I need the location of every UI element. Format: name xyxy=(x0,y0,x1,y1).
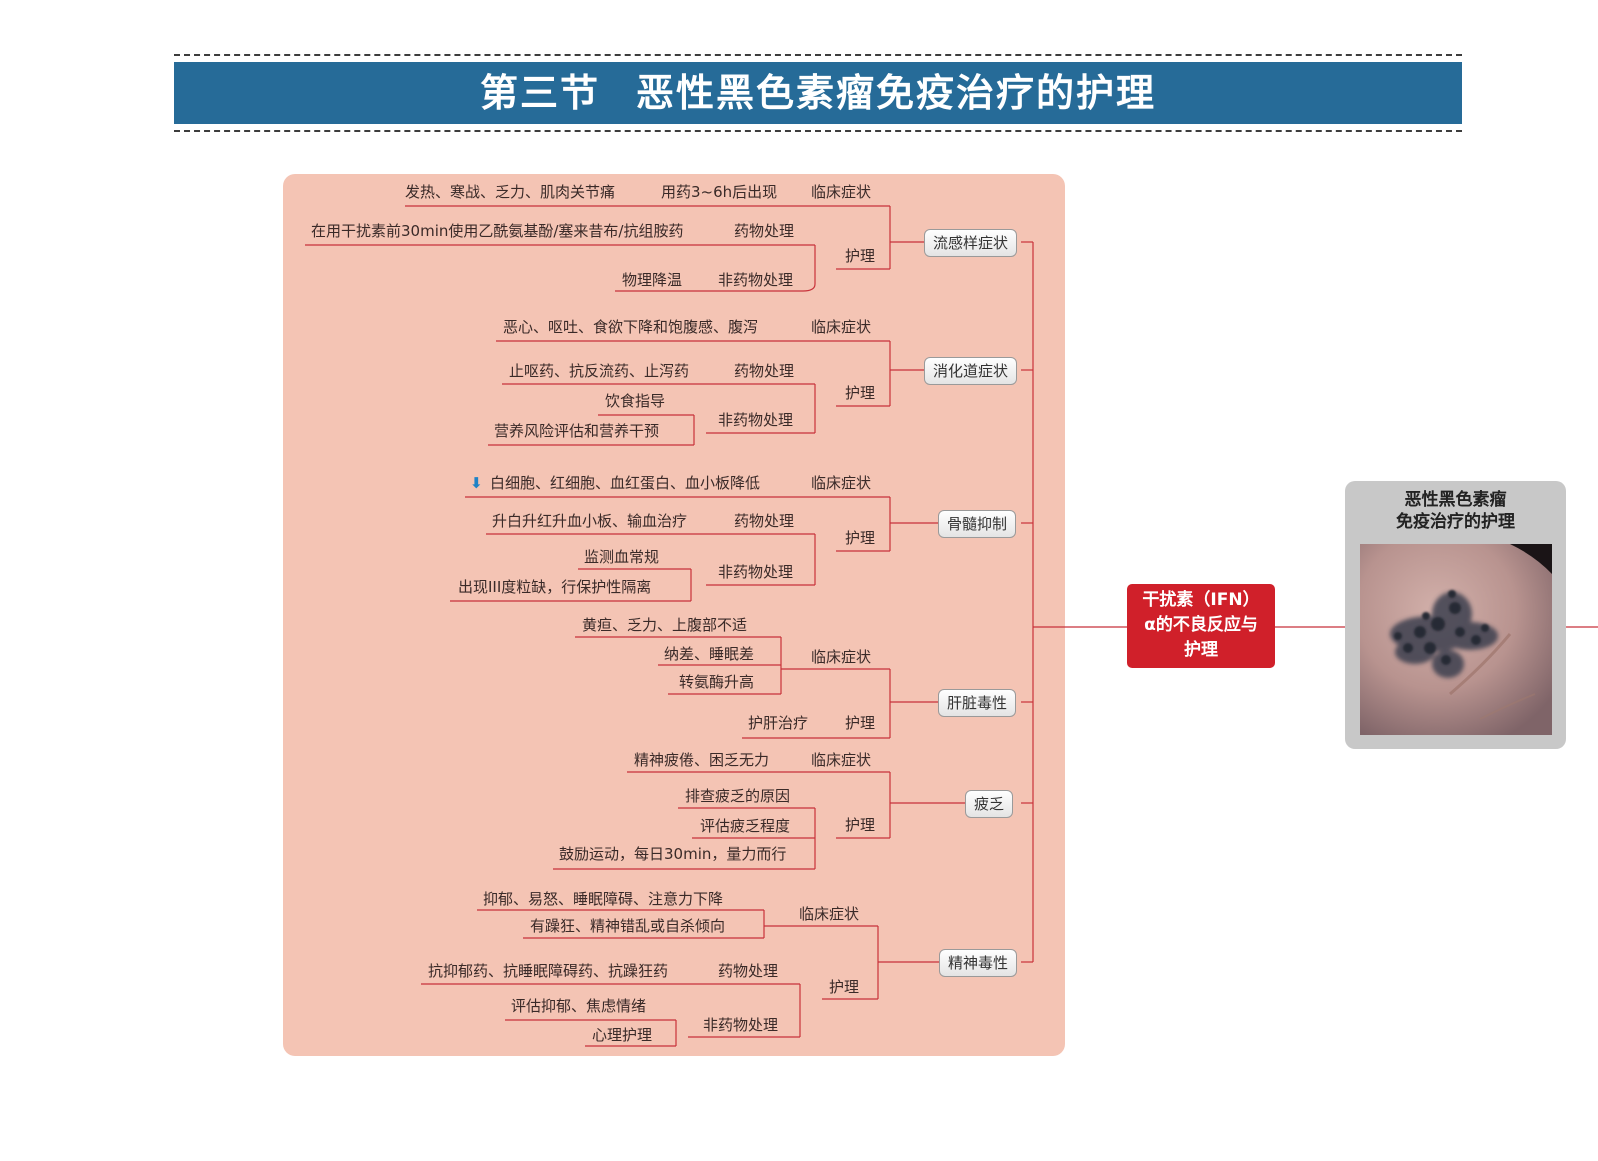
psych-drug-label: 药物处理 xyxy=(718,962,779,980)
melanoma-lesion-photo xyxy=(1360,544,1552,735)
flu-drug-label: 药物处理 xyxy=(734,222,795,240)
section-header: 第三节恶性黑色素瘤免疫治疗的护理 xyxy=(174,62,1462,124)
gi-care-label: 护理 xyxy=(845,384,876,402)
psych-nondrug-item: 评估抑郁、焦虑情绪 xyxy=(511,997,647,1015)
branch-liver-toxicity[interactable]: 肝脏毒性 xyxy=(938,689,1017,717)
liver-clinical-label: 临床症状 xyxy=(811,648,872,666)
marrow-clinical-text: 白细胞、红细胞、血红蛋白、血小板降低 xyxy=(490,474,761,492)
liver-clinical-item: 转氨酶升高 xyxy=(679,673,755,691)
flu-clinical-symptoms: 发热、寒战、乏力、肌肉关节痛 xyxy=(405,183,616,201)
flu-drug-text: 在用干扰素前30min使用乙酰氨基酚/塞来昔布/抗组胺药 xyxy=(311,222,684,240)
liver-clinical-item: 黄疸、乏力、上腹部不适 xyxy=(582,616,748,634)
fatigue-care-item: 评估疲乏程度 xyxy=(700,817,791,835)
central-topic-line: 干扰素（IFN） xyxy=(1142,590,1260,610)
fatigue-clinical-label: 临床症状 xyxy=(811,751,872,769)
marrow-nondrug-label: 非药物处理 xyxy=(718,563,794,581)
central-topic-line: α的不良反应与 xyxy=(1144,615,1258,635)
central-topic-line: 护理 xyxy=(1184,640,1218,660)
central-topic-node[interactable]: 干扰素（IFN） α的不良反应与 护理 xyxy=(1127,584,1275,668)
marrow-drug-text: 升白升红升血小板、输血治疗 xyxy=(492,512,688,530)
gi-drug-text: 止呕药、抗反流药、止泻药 xyxy=(509,362,690,380)
fatigue-care-item: 鼓励运动，每日30min，量力而行 xyxy=(559,845,787,863)
psych-nondrug-item: 心理护理 xyxy=(592,1026,653,1044)
flu-nondrug-text: 物理降温 xyxy=(622,271,683,289)
fatigue-care-item: 排查疲乏的原因 xyxy=(685,787,791,805)
gi-nondrug-label: 非药物处理 xyxy=(718,411,794,429)
branch-flu-like-symptoms[interactable]: 流感样症状 xyxy=(924,229,1018,257)
topic-image-card: 恶性黑色素瘤 免疫治疗的护理 xyxy=(1345,481,1566,749)
liver-care-label: 护理 xyxy=(845,714,876,732)
branch-gi-symptoms[interactable]: 消化道症状 xyxy=(924,357,1018,385)
fatigue-care-label: 护理 xyxy=(845,816,876,834)
card-title: 恶性黑色素瘤 免疫治疗的护理 xyxy=(1345,489,1566,533)
psych-clinical-item: 有躁狂、精神错乱或自杀倾向 xyxy=(530,917,726,935)
gi-drug-label: 药物处理 xyxy=(734,362,795,380)
branch-psychiatric-toxicity[interactable]: 精神毒性 xyxy=(939,949,1018,977)
flu-care-label: 护理 xyxy=(845,247,876,265)
card-title-line: 恶性黑色素瘤 xyxy=(1404,490,1507,510)
flu-clinical-label: 临床症状 xyxy=(811,183,872,201)
marrow-drug-label: 药物处理 xyxy=(734,512,795,530)
liver-clinical-item: 纳差、睡眠差 xyxy=(664,645,755,663)
marrow-nondrug-item: 监测血常规 xyxy=(584,548,660,566)
mindmap-panel xyxy=(283,174,1065,1056)
psych-clinical-label: 临床症状 xyxy=(799,905,860,923)
marrow-nondrug-item: 出现III度粒缺，行保护性隔离 xyxy=(458,578,652,596)
branch-fatigue[interactable]: 疲乏 xyxy=(965,790,1014,818)
psych-nondrug-label: 非药物处理 xyxy=(703,1016,779,1034)
marrow-clinical-label: 临床症状 xyxy=(811,474,872,492)
branch-bone-marrow-suppression[interactable]: 骨髓抑制 xyxy=(938,510,1017,538)
card-title-line: 免疫治疗的护理 xyxy=(1396,512,1515,532)
fatigue-clinical-text: 精神疲倦、困乏无力 xyxy=(634,751,770,769)
gi-clinical-label: 临床症状 xyxy=(811,318,872,336)
gi-nondrug-item: 饮食指导 xyxy=(605,392,666,410)
liver-care-text: 护肝治疗 xyxy=(748,714,809,732)
top-dashed-rule xyxy=(174,54,1462,56)
psych-drug-text: 抗抑郁药、抗睡眠障碍药、抗躁狂药 xyxy=(428,962,669,980)
section-title: 恶性黑色素瘤免疫治疗的护理 xyxy=(636,70,1157,115)
psych-clinical-item: 抑郁、易怒、睡眠障碍、注意力下降 xyxy=(483,890,724,908)
psych-care-label: 护理 xyxy=(829,978,860,996)
flu-nondrug-label: 非药物处理 xyxy=(718,271,794,289)
marrow-care-label: 护理 xyxy=(845,529,876,547)
flu-clinical-onset: 用药3~6h后出现 xyxy=(661,183,778,201)
gi-clinical-text: 恶心、呕吐、食欲下降和饱腹感、腹泻 xyxy=(503,318,759,336)
gi-nondrug-item: 营养风险评估和营养干预 xyxy=(494,422,660,440)
bottom-dashed-rule xyxy=(174,130,1462,132)
section-number: 第三节 xyxy=(479,70,600,115)
down-arrow-icon: ⬇ xyxy=(470,474,483,492)
lesion-illustration xyxy=(1360,544,1552,735)
